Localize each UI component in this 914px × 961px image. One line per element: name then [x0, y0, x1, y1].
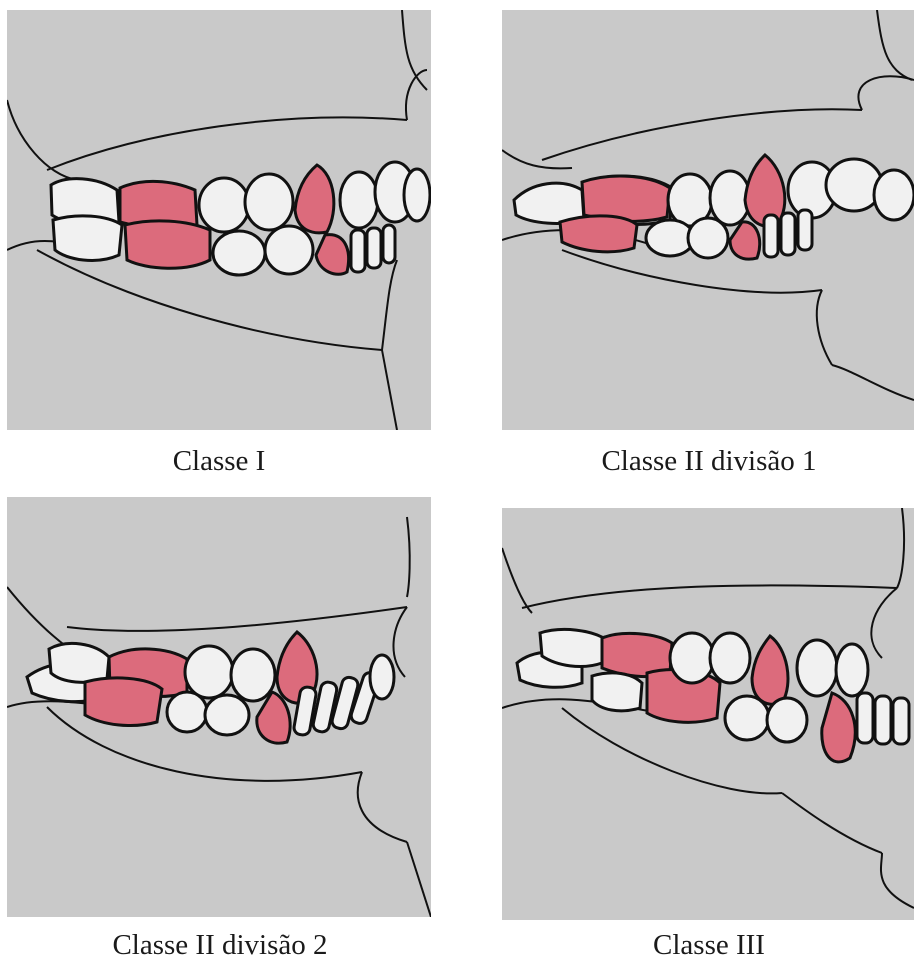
panel-classe-1 — [7, 10, 431, 430]
dental-diagram-classe-2-div-2 — [7, 497, 431, 917]
panel-classe-3 — [502, 508, 914, 920]
caption-classe-2-div-1: Classe II divisão 1 — [494, 447, 914, 476]
dental-diagram-classe-2-div-1 — [502, 10, 914, 430]
panel-classe-2-div-2 — [7, 497, 431, 917]
dental-diagram-classe-3 — [502, 508, 914, 920]
dental-diagram-classe-1 — [7, 10, 431, 430]
caption-classe-2-div-2: Classe II divisão 2 — [0, 931, 450, 960]
panel-classe-2-div-1 — [502, 10, 914, 430]
caption-classe-1: Classe I — [4, 447, 434, 476]
caption-classe-3: Classe III — [494, 931, 914, 960]
